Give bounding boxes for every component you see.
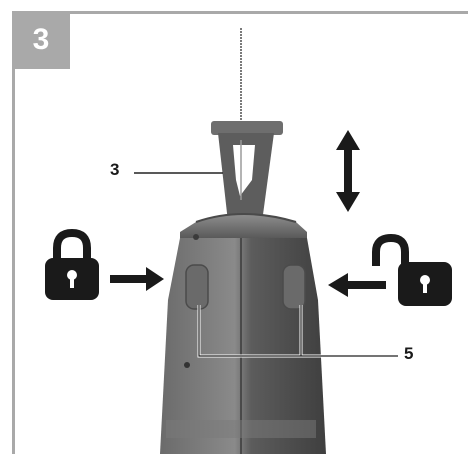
padlock-open-icon — [372, 233, 452, 306]
arrow-left-icon — [328, 273, 386, 297]
figure-frame-left — [12, 11, 15, 454]
blade-clamp — [211, 121, 283, 222]
figure-number-badge: 3 — [12, 11, 70, 69]
tool-body — [160, 213, 326, 454]
callout-label-3: 3 — [110, 160, 120, 179]
figure-frame-top — [12, 11, 468, 14]
padlock-closed-icon — [45, 228, 99, 300]
callout-label-5: 5 — [404, 344, 414, 363]
leader-line-5-inner — [198, 305, 398, 357]
up-down-arrow-icon — [336, 130, 360, 212]
arrow-right-icon — [110, 267, 164, 291]
